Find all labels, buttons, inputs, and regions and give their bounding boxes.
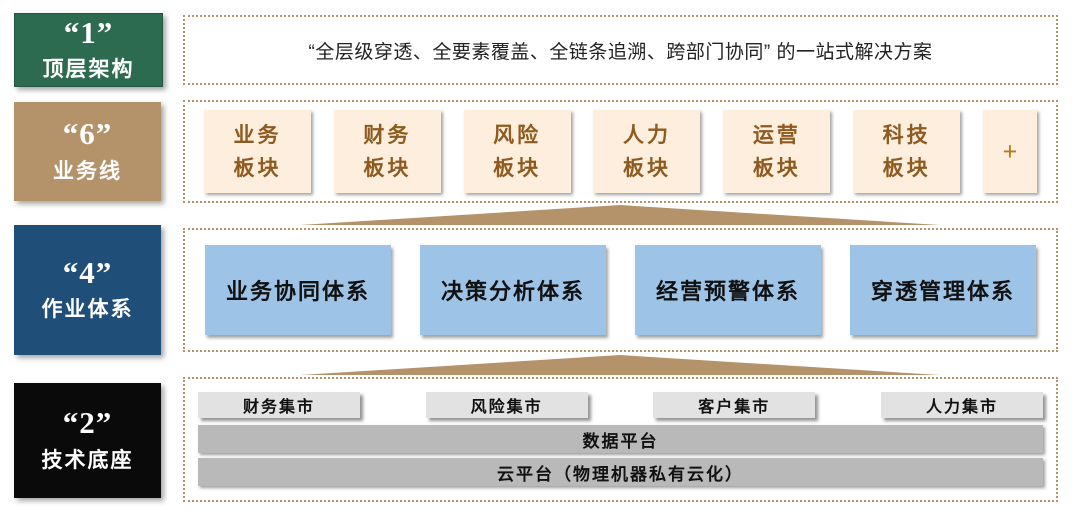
module-technology-line1: 科技: [882, 122, 931, 147]
badge-label-technology-base: 技术底座: [41, 447, 134, 472]
mart-hr: 人力集市: [880, 392, 1043, 418]
badge-label-business-lines: 业务线: [53, 158, 122, 183]
badge-top-architecture: “1” 顶层架构: [14, 13, 163, 87]
badge-number-4: “4”: [62, 254, 113, 290]
module-add-placeholder: +: [982, 110, 1037, 193]
module-finance: 财务 板块: [333, 110, 441, 193]
platform-cloud: 云平台（物理机器私有云化）: [198, 458, 1043, 486]
panel-technology-base: 财务集市 风险集市 客户集市 人力集市 数据平台 云平台（物理机器私有云化）: [183, 377, 1058, 502]
data-marts-row: 财务集市 风险集市 客户集市 人力集市: [198, 392, 1043, 418]
badge-number-6: “6”: [62, 116, 113, 152]
module-hr-line2: 板块: [622, 155, 671, 180]
badge-business-lines: “6” 业务线: [14, 102, 161, 201]
badge-number-1: “1”: [63, 14, 114, 50]
mart-finance: 财务集市: [198, 392, 360, 418]
mart-risk: 风险集市: [425, 392, 588, 418]
badge-label-operation-systems: 作业体系: [41, 297, 134, 322]
panel-solution: “全层级穿透、全要素覆盖、全链条追溯、跨部门协同” 的一站式解决方案: [183, 15, 1058, 85]
module-risk-line1: 风险: [493, 122, 542, 147]
connector-triangle-bottom: [300, 355, 940, 375]
panel-business-modules: 业务 板块 财务 板块 风险 板块 人力 板块 运营 板块 科技 板块 +: [183, 100, 1058, 203]
module-risk: 风险 板块: [463, 110, 571, 193]
module-business: 业务 板块: [204, 110, 311, 193]
module-finance-line1: 财务: [363, 122, 412, 147]
module-hr-line1: 人力: [622, 122, 671, 147]
panel-operation-systems: 业务协同体系 决策分析体系 经营预警体系 穿透管理体系: [183, 228, 1058, 352]
module-operations: 运营 板块: [723, 110, 831, 193]
badge-operation-systems: “4” 作业体系: [14, 225, 161, 355]
module-technology: 科技 板块: [853, 110, 961, 193]
connector-triangle-top: [300, 205, 940, 225]
module-hr: 人力 板块: [593, 110, 701, 193]
system-operation-warning: 经营预警体系: [635, 245, 821, 335]
module-operations-line2: 板块: [752, 155, 801, 180]
mart-customer: 客户集市: [653, 392, 816, 418]
badge-label-top-architecture: 顶层架构: [42, 57, 135, 82]
system-decision-analysis: 决策分析体系: [420, 245, 606, 335]
solution-statement: “全层级穿透、全要素覆盖、全链条追溯、跨部门协同” 的一站式解决方案: [308, 41, 933, 63]
platform-data: 数据平台: [198, 425, 1043, 453]
module-risk-line2: 板块: [493, 155, 542, 180]
system-business-collaboration: 业务协同体系: [205, 245, 391, 335]
system-penetration-management: 穿透管理体系: [850, 245, 1036, 335]
module-business-line1: 业务: [233, 122, 282, 147]
module-technology-line2: 板块: [882, 155, 931, 180]
plus-icon: +: [1002, 136, 1018, 166]
badge-number-2: “2”: [62, 405, 113, 441]
module-finance-line2: 板块: [363, 155, 412, 180]
module-operations-line1: 运营: [752, 122, 801, 147]
module-business-line2: 板块: [233, 155, 282, 180]
badge-technology-base: “2” 技术底座: [14, 383, 161, 498]
